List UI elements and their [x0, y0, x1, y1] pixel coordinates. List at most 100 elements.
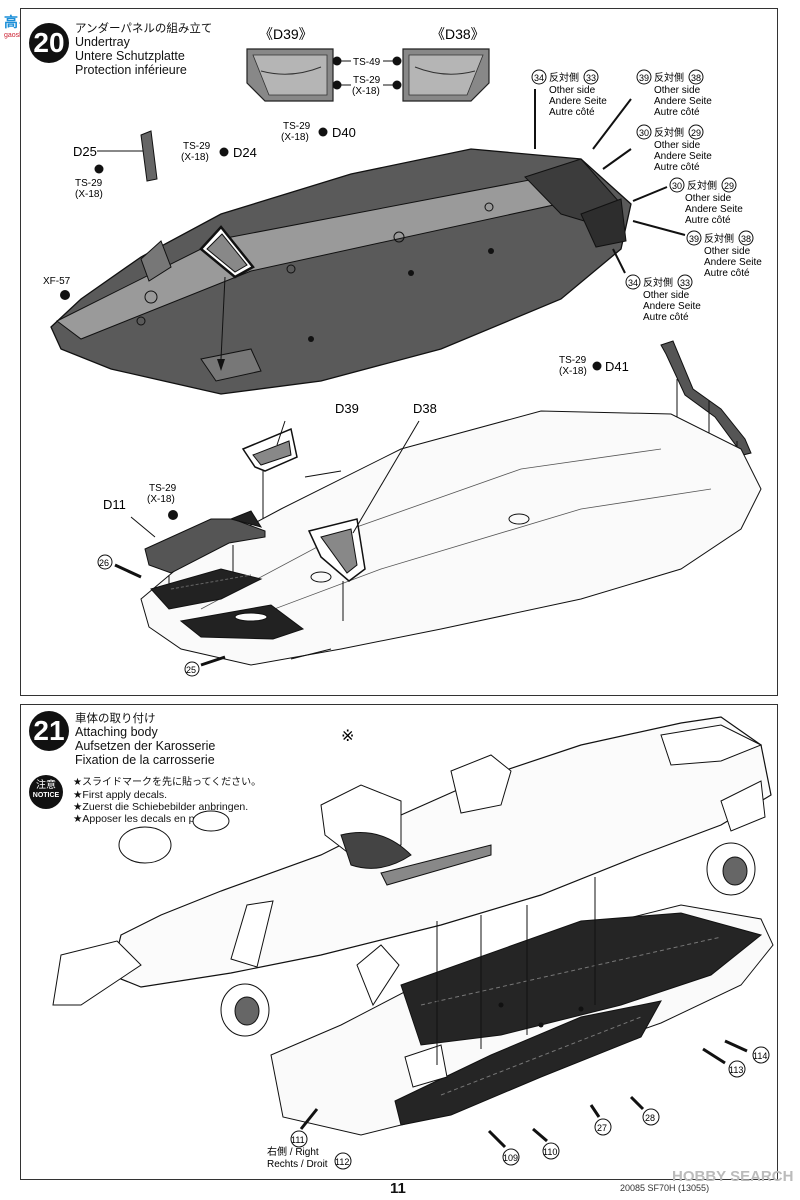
- svg-text:29: 29: [724, 181, 734, 191]
- decal-111: 111: [290, 1108, 319, 1148]
- svg-text:Andere Seite: Andere Seite: [549, 96, 607, 107]
- svg-text:Autre côté: Autre côté: [654, 162, 700, 173]
- screw-icon: [219, 147, 229, 157]
- inset-label-d39: 《D39》: [259, 26, 313, 42]
- assembly-guides: [436, 877, 596, 1065]
- notice-text: ★スライドマークを先に貼ってください。 ★First apply decals.…: [73, 777, 261, 825]
- svg-text:33: 33: [680, 278, 690, 288]
- svg-text:110: 110: [543, 1147, 557, 1157]
- svg-text:114: 114: [753, 1051, 767, 1061]
- svg-text:Autre côté: Autre côté: [685, 215, 731, 226]
- d40-screw: TS-29: [283, 121, 311, 132]
- step-number: 21: [29, 711, 69, 751]
- inset-part-d38: [402, 48, 490, 102]
- part-d39: [241, 420, 298, 519]
- screw-icon: [168, 510, 178, 520]
- svg-text:Other side: Other side: [549, 85, 596, 96]
- svg-text:30: 30: [672, 181, 682, 191]
- svg-text:反対側: 反対側: [549, 71, 579, 84]
- label-d24: D24: [233, 145, 257, 160]
- callout-4: 30 反対側 29 Other side Andere Seite Autre …: [632, 177, 743, 226]
- inset-screw-x18: (X-18): [352, 86, 380, 97]
- title-fr: Protection inférieure: [75, 63, 187, 77]
- svg-text:113: 113: [729, 1065, 743, 1075]
- svg-text:25: 25: [186, 665, 196, 675]
- svg-text:Other side: Other side: [654, 85, 701, 96]
- label-d11: D11: [103, 497, 126, 512]
- callout-6: 34 反対側 33 Other side Andere Seite Autre …: [612, 248, 701, 323]
- svg-text:27: 27: [597, 1123, 607, 1133]
- screw-icon: [94, 164, 104, 174]
- svg-text:39: 39: [639, 73, 649, 83]
- svg-text:反対側: 反対側: [643, 276, 673, 289]
- svg-text:29: 29: [691, 128, 701, 138]
- svg-text:Andere Seite: Andere Seite: [704, 257, 762, 268]
- svg-text:Andere Seite: Andere Seite: [654, 96, 712, 107]
- svg-text:109: 109: [503, 1153, 518, 1163]
- screw-icon: [592, 361, 602, 371]
- svg-text:34: 34: [534, 73, 544, 83]
- right-label: 右側 / Right: [267, 1145, 319, 1158]
- notice-en: NOTICE: [32, 792, 60, 799]
- page-number: 11: [390, 1180, 406, 1197]
- part-d25: [97, 130, 158, 182]
- step-number: 20: [29, 23, 69, 63]
- title-fr: Fixation de la carrosserie: [75, 753, 215, 767]
- callout-5: 39 反対側 38 Other side Andere Seite Autre …: [632, 220, 762, 279]
- title-de: Aufsetzen der Karosserie: [75, 739, 216, 753]
- title-jp: アンダーパネルの組み立て: [75, 21, 213, 35]
- step-title: 車体の取り付け Attaching body Aufsetzen der Kar…: [75, 711, 215, 767]
- paint-icon: [60, 290, 70, 300]
- svg-text:Autre côté: Autre côté: [654, 107, 700, 118]
- note-en: ★First apply decals.: [73, 789, 168, 801]
- title-en: Undertray: [75, 35, 130, 49]
- right-label-eu: Rechts / Droit: [267, 1159, 328, 1170]
- title-en: Attaching body: [75, 725, 158, 739]
- svg-text:34: 34: [628, 278, 638, 288]
- decal-109: 109: [487, 1129, 520, 1166]
- d24-screw-sub: (X-18): [181, 152, 209, 163]
- svg-text:33: 33: [586, 73, 596, 83]
- inset-screws: [332, 56, 402, 90]
- svg-text:反対側: 反対側: [704, 232, 734, 245]
- notice-jp: 注意: [36, 780, 56, 791]
- decal-113: 113: [702, 1047, 746, 1078]
- step-20-panel: 20 アンダーパネルの組み立て Undertray Untere Schutzp…: [20, 8, 778, 696]
- callout-1: 34 反対側 33 Other side Andere Seite Autre …: [531, 69, 607, 149]
- svg-text:反対側: 反対側: [654, 126, 684, 139]
- inset-part-d39: [246, 48, 334, 102]
- paint-xf57: XF-57: [43, 276, 71, 287]
- d41-screw: TS-29: [559, 355, 587, 366]
- svg-text:111: 111: [291, 1135, 305, 1145]
- label-d41: D41: [605, 359, 629, 374]
- svg-text:38: 38: [691, 73, 701, 83]
- svg-text:39: 39: [689, 234, 699, 244]
- note-jp: ★スライドマークを先に貼ってください。: [73, 777, 262, 788]
- inset-screw-ts49: TS-49: [353, 57, 381, 68]
- d25-screw-sub: (X-18): [75, 189, 103, 200]
- note-fr: ★Apposer les decals en premier.: [73, 813, 227, 825]
- d24-screw: TS-29: [183, 141, 211, 152]
- d41-screw-sub: (X-18): [559, 366, 587, 377]
- car-body: [52, 716, 772, 1037]
- d11-screw-sub: (X-18): [147, 494, 175, 505]
- svg-text:Other side: Other side: [704, 246, 751, 257]
- svg-text:30: 30: [639, 128, 649, 138]
- svg-text:112: 112: [335, 1157, 349, 1167]
- notice-badge: 注意 NOTICE: [29, 775, 63, 809]
- decal-27: 27: [589, 1104, 612, 1136]
- decal-28: 28: [629, 1095, 660, 1126]
- svg-text:Other side: Other side: [643, 290, 690, 301]
- d11-screw: TS-29: [149, 483, 177, 494]
- svg-text:26: 26: [99, 558, 109, 568]
- svg-text:Autre côté: Autre côté: [704, 268, 750, 279]
- title-jp: 車体の取り付け: [75, 711, 156, 725]
- svg-text:Andere Seite: Andere Seite: [654, 151, 712, 162]
- undertray-assembly: [50, 148, 632, 395]
- label-d40: D40: [332, 125, 356, 140]
- note-de: ★Zuerst die Schiebebilder anbringen.: [73, 801, 249, 813]
- catalog-code: 20085 SF70H (13055): [620, 1183, 710, 1193]
- svg-text:Andere Seite: Andere Seite: [643, 301, 701, 312]
- carbon-part-25: [179, 604, 305, 640]
- label-d38: D38: [413, 401, 437, 416]
